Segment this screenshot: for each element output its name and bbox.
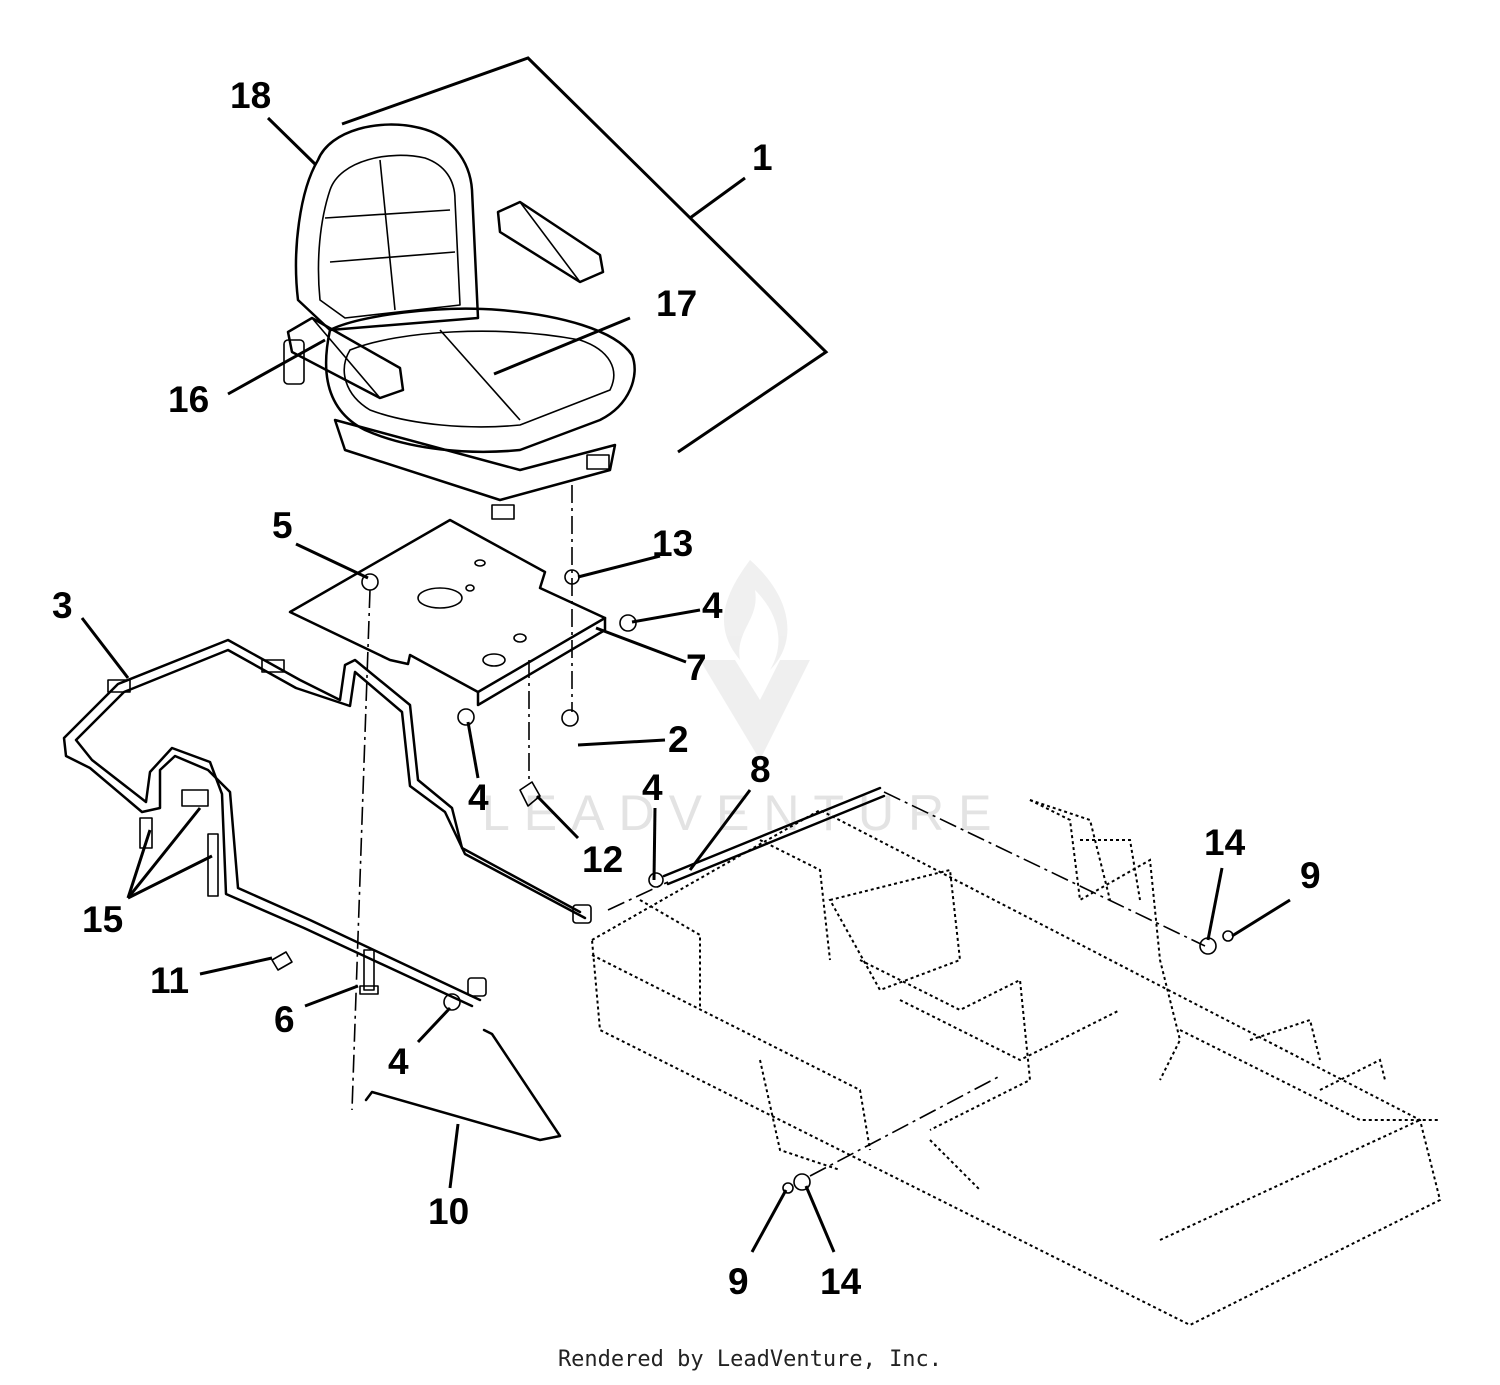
callout-labels: 1 2 3 4 4 4 4 5 6 7 8 9 9 10 11 12 13 14… [52, 75, 1321, 1302]
assembly-bracket [341, 56, 829, 454]
callout-7: 7 [686, 647, 707, 688]
watermark-logo [700, 560, 810, 760]
callout-9-lower: 9 [728, 1261, 749, 1302]
callout-4-plate: 4 [702, 585, 723, 626]
callout-3: 3 [52, 585, 73, 626]
callout-13: 13 [652, 523, 693, 564]
seat [283, 123, 636, 520]
callout-18: 18 [230, 75, 271, 116]
callout-6: 6 [274, 999, 295, 1040]
callout-17: 17 [656, 283, 697, 324]
callout-8: 8 [750, 749, 771, 790]
seat-rail [62, 638, 592, 1008]
callout-14-right: 14 [1204, 822, 1246, 863]
seat-rod [364, 1028, 562, 1142]
seat-plate [288, 518, 607, 707]
callout-4-frame: 4 [642, 767, 663, 808]
chassis-frame [590, 799, 1442, 1327]
callout-11: 11 [150, 960, 189, 1001]
callout-4-rail: 4 [468, 777, 489, 818]
center-lines [351, 485, 1206, 1177]
watermark-text: LEADVENTURE [482, 785, 1006, 841]
callout-5: 5 [272, 505, 293, 546]
callout-10: 10 [428, 1191, 469, 1232]
leader-lines [80, 116, 1291, 1253]
callout-4-lower: 4 [388, 1041, 409, 1082]
callout-12: 12 [582, 839, 623, 880]
callout-15: 15 [82, 899, 123, 940]
callout-9-right: 9 [1300, 855, 1321, 896]
callout-16: 16 [168, 379, 209, 420]
callout-1: 1 [752, 137, 773, 178]
hardware [271, 569, 1234, 1194]
callout-14-lower: 14 [820, 1261, 862, 1302]
callout-2: 2 [668, 719, 689, 760]
footer-credit: Rendered by LeadVenture, Inc. [557, 1347, 943, 1372]
